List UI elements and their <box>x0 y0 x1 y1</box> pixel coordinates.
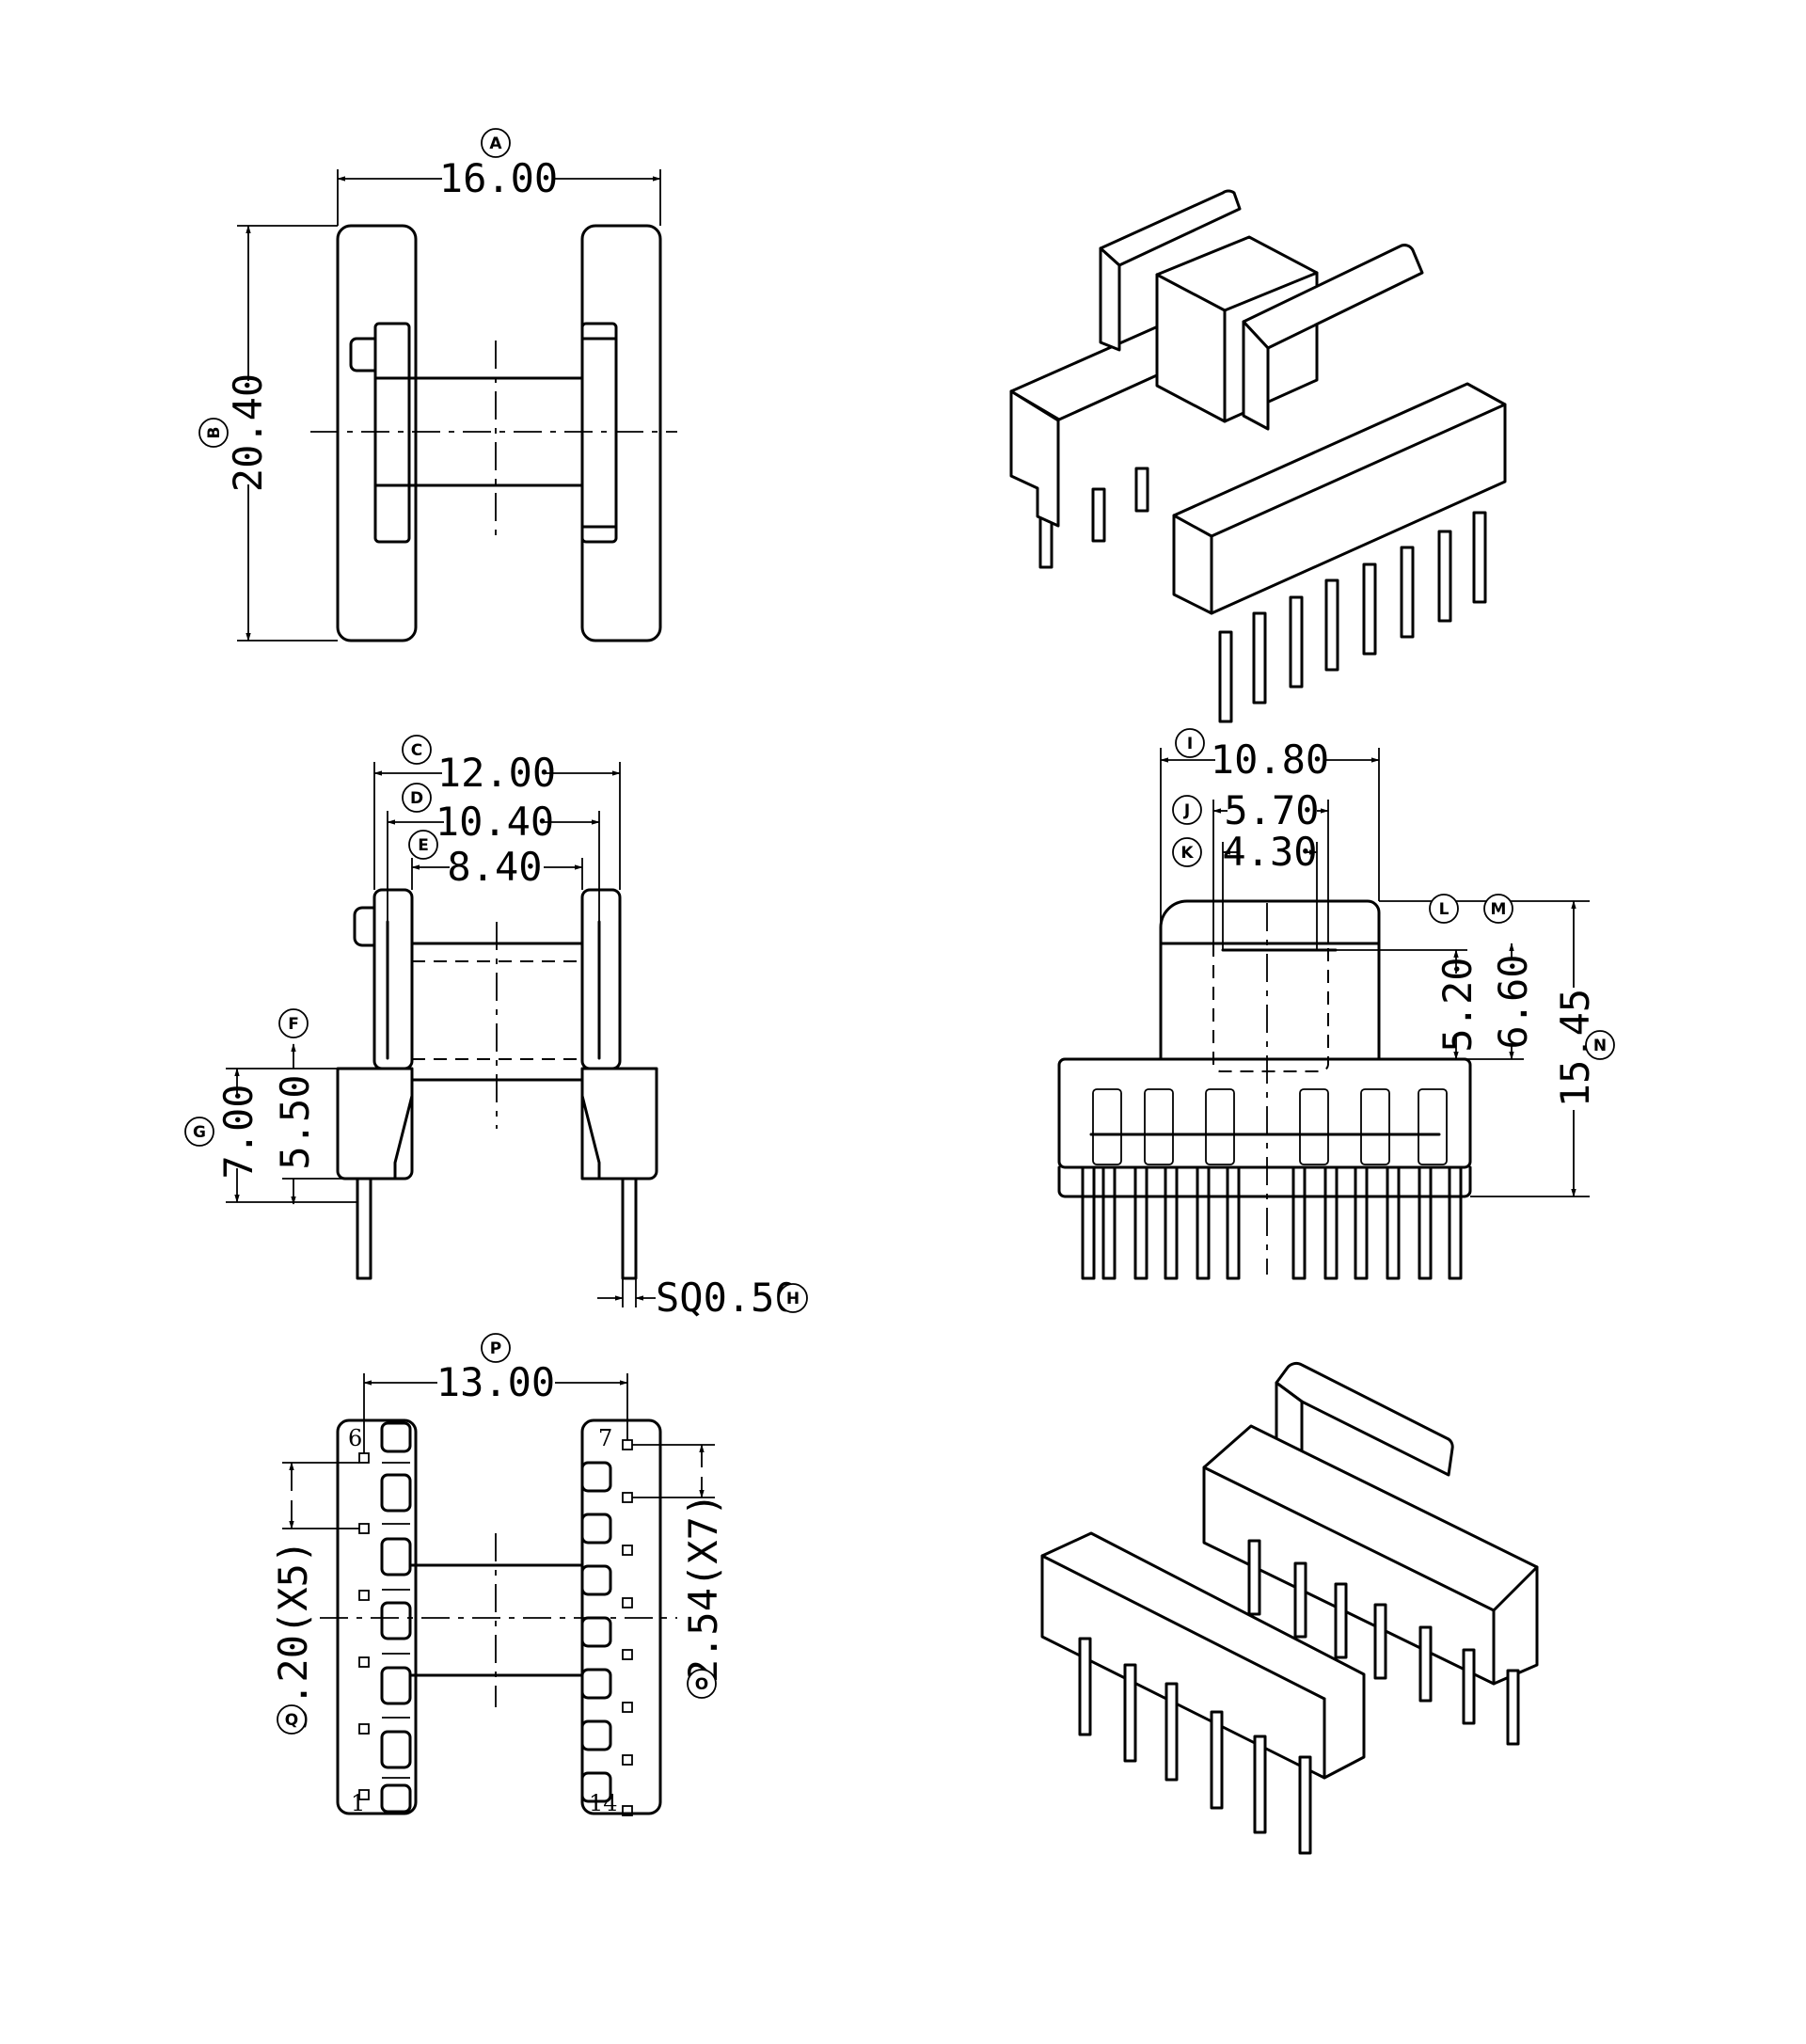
dim-e-value: 8.40 <box>447 844 542 890</box>
iso-top-right-flange <box>1242 244 1424 350</box>
bottom-view-left-pin-holes <box>358 1452 370 1800</box>
dim-p-marker: P <box>481 1333 511 1363</box>
front-view: 12.00 C 10.40 D 8.40 E 5.50 <box>184 735 808 1321</box>
side-view-pins <box>1081 1165 1463 1280</box>
dim-l-letter: L <box>1439 900 1450 919</box>
dim-b-value: 20.40 <box>225 373 271 492</box>
dim-g-value: 7.00 <box>215 1084 261 1179</box>
side-view: 10.80 I 5.70 J 4.30 K 5.20 <box>1057 728 1615 1280</box>
dim-d-letter: D <box>410 789 423 808</box>
iso-top-pins <box>1038 467 1487 723</box>
dim-d-marker: D <box>402 783 432 813</box>
bottom-view-outline <box>336 1418 662 1815</box>
iso-top-left-flange <box>1099 189 1242 267</box>
bottom-view-right-pin-holes <box>622 1439 633 1816</box>
dim-j-marker: J <box>1172 795 1202 825</box>
dim-g-marker: G <box>184 1117 214 1147</box>
dim-j-letter: J <box>1183 801 1190 820</box>
dim-f-letter: F <box>288 1015 299 1034</box>
dim-j-value: 5.70 <box>1224 787 1319 833</box>
side-view-hidden-lines <box>1212 943 1329 1072</box>
iso-bottom-front-pins <box>1078 1637 1312 1855</box>
dim-e-marker: E <box>408 830 438 860</box>
dim-p-letter: P <box>490 1339 501 1358</box>
side-view-pin-slots <box>1092 1088 1448 1165</box>
top-view-outline <box>336 224 662 642</box>
dim-k-marker: K <box>1172 837 1202 867</box>
dim-o-value: 2.54(X7) <box>680 1493 726 1683</box>
dim-o-marker: O <box>687 1669 717 1699</box>
dim-p-value: 13.00 <box>436 1359 555 1405</box>
top-view: 16.00 A 20.40 B <box>198 128 677 642</box>
dim-a-marker: A <box>481 128 511 158</box>
dim-l-value: 5.20 <box>1434 957 1481 1052</box>
pin-label-1: 1 <box>351 1790 365 1816</box>
dim-k-letter: K <box>1180 844 1194 863</box>
dim-k-value: 4.30 <box>1222 829 1317 875</box>
dim-c-value: 12.00 <box>437 750 556 796</box>
isometric-view-bottom <box>1040 1361 1539 1855</box>
dim-c-marker: C <box>402 735 432 765</box>
dim-n-letter: N <box>1593 1037 1607 1055</box>
dim-a-value: 16.00 <box>439 155 558 201</box>
isometric-view-top <box>1009 189 1507 723</box>
iso-bottom-upper-flange <box>1275 1361 1454 1477</box>
iso-top-core-block <box>1155 235 1319 423</box>
dim-a-letter: A <box>489 135 502 153</box>
dim-m-value: 6.60 <box>1490 954 1536 1049</box>
dim-h-marker: H <box>778 1283 808 1313</box>
dim-h-letter: H <box>786 1290 800 1308</box>
dim-i-letter: I <box>1187 735 1193 753</box>
dim-i-marker: I <box>1175 728 1205 758</box>
dim-c-letter: C <box>411 741 422 760</box>
dim-b-marker: B <box>198 418 229 448</box>
dim-i-value: 10.80 <box>1211 737 1329 783</box>
iso-bottom-back-pins <box>1247 1539 1520 1746</box>
dim-f-marker: F <box>278 1008 309 1038</box>
dim-f-value: 5.50 <box>272 1074 318 1169</box>
dim-n-marker: N <box>1585 1030 1615 1060</box>
dim-b-letter: B <box>205 427 224 439</box>
dim-m-letter: M <box>1491 900 1507 919</box>
pin-label-6: 6 <box>348 1425 362 1451</box>
front-view-hidden-lines <box>412 960 582 1060</box>
iso-bottom-main-body <box>1202 1424 1539 1686</box>
bottom-view-pin-labels: 6 7 1 14 <box>348 1425 618 1816</box>
dim-l-marker: L <box>1429 894 1459 924</box>
dim-h-value: SQ0.50 <box>656 1275 799 1321</box>
dim-q-letter: Q <box>285 1711 298 1730</box>
bottom-view-left-tabs <box>380 1421 412 1814</box>
dim-q-marker: Q <box>277 1704 307 1735</box>
pin-label-7: 7 <box>598 1425 612 1451</box>
pin-label-14: 14 <box>589 1790 618 1816</box>
bottom-view-right-tabs <box>580 1461 612 1803</box>
bottom-view: 6 7 1 14 13.00 P 3.20(X5) Q 2.54(X7) <box>270 1333 726 1816</box>
dim-d-value: 10.40 <box>436 799 554 845</box>
dim-m-marker: M <box>1483 894 1513 924</box>
iso-bottom-base <box>1040 1531 1366 1780</box>
dim-q-value: 3.20(X5) <box>270 1540 316 1730</box>
dim-o-letter: O <box>695 1675 708 1694</box>
dim-g-letter: G <box>193 1123 206 1142</box>
dim-e-letter: E <box>418 836 429 855</box>
